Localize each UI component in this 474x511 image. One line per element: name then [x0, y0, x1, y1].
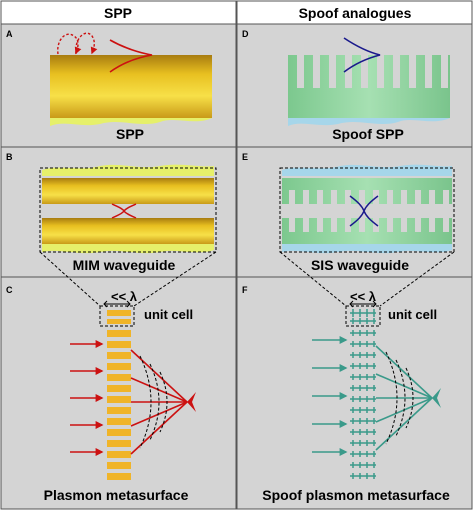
incident-arrows-c — [70, 340, 104, 456]
charge-loops-a — [57, 32, 98, 55]
zoom-box-b — [39, 167, 217, 253]
unit-cell-box-f — [345, 305, 381, 327]
wavefronts-c — [139, 355, 168, 449]
panel-f-illustration: << λ unit cell — [312, 289, 441, 479]
focal-point-f — [432, 388, 441, 408]
metal-slab-a — [50, 55, 212, 118]
metasurface-combs-f — [350, 330, 376, 479]
focal-point-c — [187, 392, 196, 412]
metal-bottom-b — [42, 218, 214, 244]
incident-arrows-f — [312, 336, 348, 456]
focused-rays-c — [130, 349, 188, 455]
panel-letter-a: A — [6, 29, 13, 39]
mode-profile-b — [111, 203, 137, 219]
panel-letter-b: B — [6, 152, 13, 162]
grooves-d — [297, 55, 448, 88]
panel-letter-f: F — [242, 285, 248, 295]
glow-top-b — [42, 164, 214, 176]
panel-b-illustration — [39, 164, 217, 254]
caption-f: Spoof plasmon metasurface — [262, 487, 450, 503]
unit-cell-label-c: unit cell — [144, 307, 193, 322]
caption-e: SIS waveguide — [311, 257, 409, 273]
grooved-top-e — [282, 178, 452, 204]
glow-bottom-b — [42, 244, 214, 254]
grooved-bottom-e — [282, 218, 452, 244]
scale-arrow-f — [349, 300, 377, 308]
panel-letter-c: C — [6, 285, 13, 295]
glow-top-e — [282, 164, 452, 176]
metal-top-b — [42, 178, 214, 204]
panel-f — [236, 276, 473, 510]
metasurface-bars-c — [107, 330, 131, 480]
caption-c: Plasmon metasurface — [44, 487, 189, 503]
caption-d: Spoof SPP — [332, 126, 404, 142]
panel-e-illustration — [279, 164, 455, 254]
scale-arrow-c — [103, 300, 131, 308]
zoom-box-e — [279, 167, 455, 253]
panel-d-illustration — [288, 37, 450, 126]
spp-field-curve-d — [343, 37, 381, 73]
wavefronts-f — [385, 351, 414, 445]
header-spp: SPP — [104, 5, 132, 21]
panel-letter-d: D — [242, 29, 249, 39]
unit-cell-box-c — [99, 305, 135, 327]
mode-profile-e — [349, 195, 379, 227]
caption-b: MIM waveguide — [73, 257, 176, 273]
panel-c-illustration: << λ unit cell — [70, 289, 196, 480]
scale-label-c: << λ — [111, 289, 138, 304]
panel-letter-e: E — [242, 152, 248, 162]
caption-a: SPP — [116, 126, 144, 142]
unit-cell-label-f: unit cell — [388, 307, 437, 322]
header-spoof-analogues: Spoof analogues — [299, 5, 412, 21]
glow-bottom-e — [282, 244, 452, 254]
zoom-connectors — [39, 251, 455, 307]
scale-label-f: << λ — [350, 289, 377, 304]
spp-field-curve-a — [109, 39, 153, 73]
panel-a-illustration — [50, 32, 212, 126]
